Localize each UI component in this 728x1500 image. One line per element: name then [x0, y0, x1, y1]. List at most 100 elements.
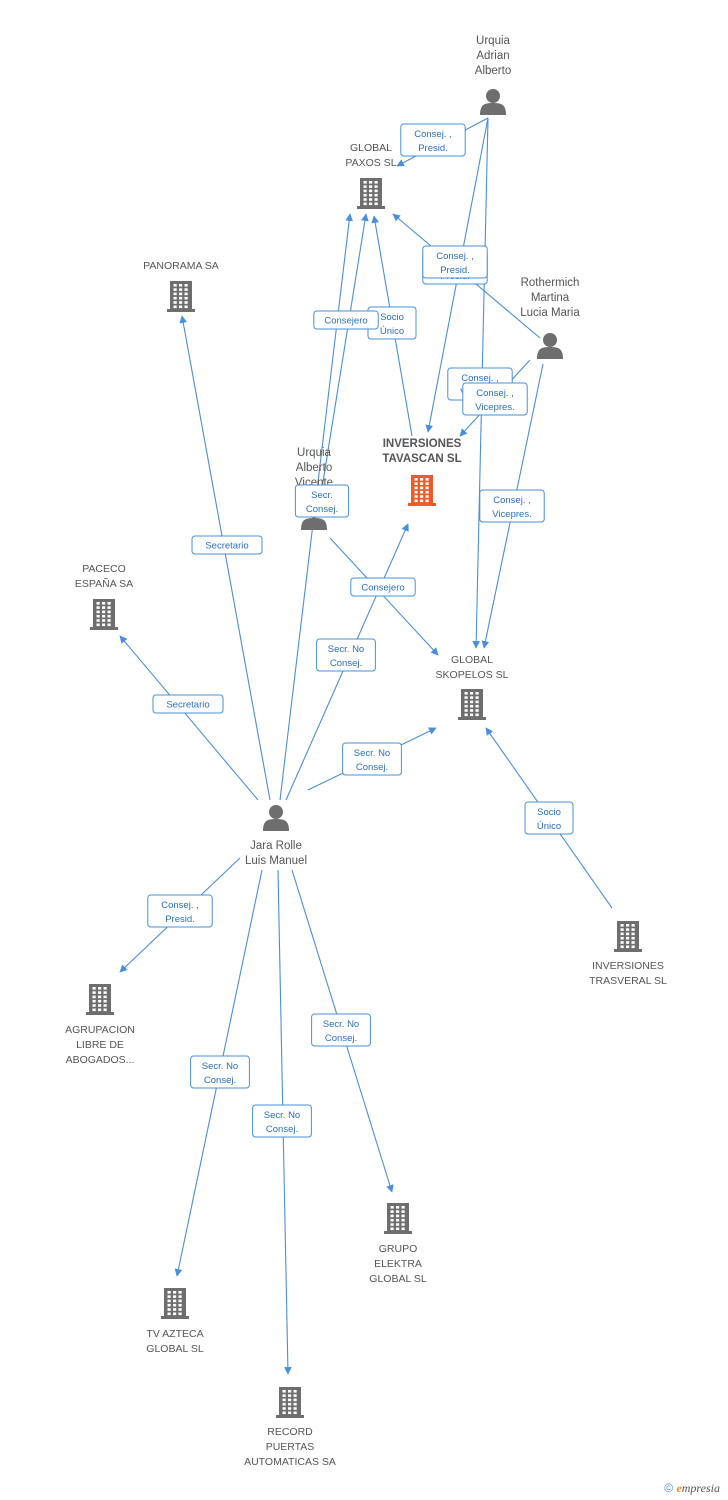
relation-badge-text: Secr.	[311, 490, 333, 501]
building-base	[161, 1316, 189, 1319]
edge-jara_rolle-to-paceco	[119, 635, 259, 801]
building-window	[425, 478, 429, 481]
building-window	[363, 193, 367, 197]
building-icon[interactable]	[161, 1288, 189, 1319]
building-window	[179, 301, 183, 304]
relation-badge[interactable]: Consej. ,Presid.	[147, 894, 213, 928]
relation-badge[interactable]: Consejero	[313, 310, 379, 330]
node-label: Urquia	[476, 35, 510, 47]
building-window	[631, 924, 635, 927]
building-window	[282, 1402, 286, 1406]
relation-badge[interactable]: Secr.Consej.	[294, 484, 350, 518]
building-window	[390, 1218, 394, 1222]
building-window	[173, 1291, 177, 1294]
person-icon[interactable]	[480, 89, 506, 115]
building-window	[173, 305, 177, 309]
building-window	[374, 193, 378, 197]
building-icon[interactable]	[614, 921, 642, 952]
relation-badge[interactable]: Consej. ,Presid.	[400, 123, 466, 157]
node-label: TRASVERAL SL	[589, 975, 667, 987]
building-window	[420, 490, 424, 494]
person-icon[interactable]	[263, 805, 289, 831]
building-window	[167, 1308, 171, 1311]
building-window	[102, 619, 106, 622]
building-window	[475, 709, 479, 712]
relation-badge-text: Consej.	[356, 762, 388, 773]
node-label: GRUPO	[379, 1243, 418, 1255]
building-icon[interactable]	[86, 984, 114, 1015]
building-window	[374, 185, 378, 188]
building-icon[interactable]	[357, 178, 385, 209]
relation-badge[interactable]: Consejero	[350, 577, 416, 597]
relation-badge[interactable]: Secretario	[191, 535, 263, 555]
relation-badge-text: Presid.	[418, 143, 448, 154]
node-label: SKOPELOS SL	[436, 669, 509, 681]
building-window	[401, 1210, 405, 1213]
building-window	[98, 999, 102, 1003]
building-window	[620, 941, 624, 944]
building-window	[103, 999, 107, 1003]
relation-badge[interactable]: Consej. ,Presid.	[422, 245, 488, 279]
relation-badge[interactable]: Secretario	[152, 694, 224, 714]
building-window	[631, 928, 635, 931]
building-window	[293, 1411, 297, 1415]
building-window	[288, 1407, 292, 1410]
building-window	[98, 987, 102, 990]
building-window	[401, 1227, 405, 1231]
building-icon[interactable]	[90, 599, 118, 630]
node-label: GLOBAL SL	[369, 1273, 427, 1285]
person-body	[537, 347, 563, 359]
building-window	[425, 490, 429, 494]
building-icon[interactable]	[384, 1203, 412, 1234]
relation-badge[interactable]: Consej. ,Vicepres.	[462, 382, 528, 416]
building-window	[374, 202, 378, 206]
building-window	[369, 185, 373, 188]
building-window	[293, 1394, 297, 1397]
building-icon[interactable]	[408, 475, 436, 506]
node-panorama[interactable]: PANORAMA SA	[143, 260, 219, 312]
building-window	[374, 181, 378, 184]
building-window	[173, 301, 177, 304]
footer-brand[interactable]: © empresia	[664, 1481, 720, 1496]
building-window	[470, 692, 474, 695]
node-label: AGRUPACION	[65, 1024, 135, 1036]
node-label: PANORAMA SA	[143, 260, 219, 272]
edge-jara_rolle-to-panorama	[179, 315, 271, 801]
relation-badge-box	[190, 1055, 250, 1089]
building-window	[464, 713, 468, 717]
building-icon[interactable]	[276, 1387, 304, 1418]
building-window	[626, 936, 630, 940]
building-window	[425, 499, 429, 503]
building-window	[626, 941, 630, 944]
building-window	[414, 478, 418, 481]
building-window	[103, 995, 107, 999]
relation-badge-text: Secr. No	[202, 1061, 238, 1072]
building-icon[interactable]	[458, 689, 486, 720]
building-window	[631, 945, 635, 949]
building-icon[interactable]	[167, 281, 195, 312]
relation-badge-text: Socio	[380, 312, 404, 323]
relation-badge-text: Secretario	[166, 700, 209, 711]
person-icon[interactable]	[537, 333, 563, 359]
building-window	[167, 1312, 171, 1316]
relation-badge[interactable]: Consej. ,Vicepres.	[479, 489, 545, 523]
